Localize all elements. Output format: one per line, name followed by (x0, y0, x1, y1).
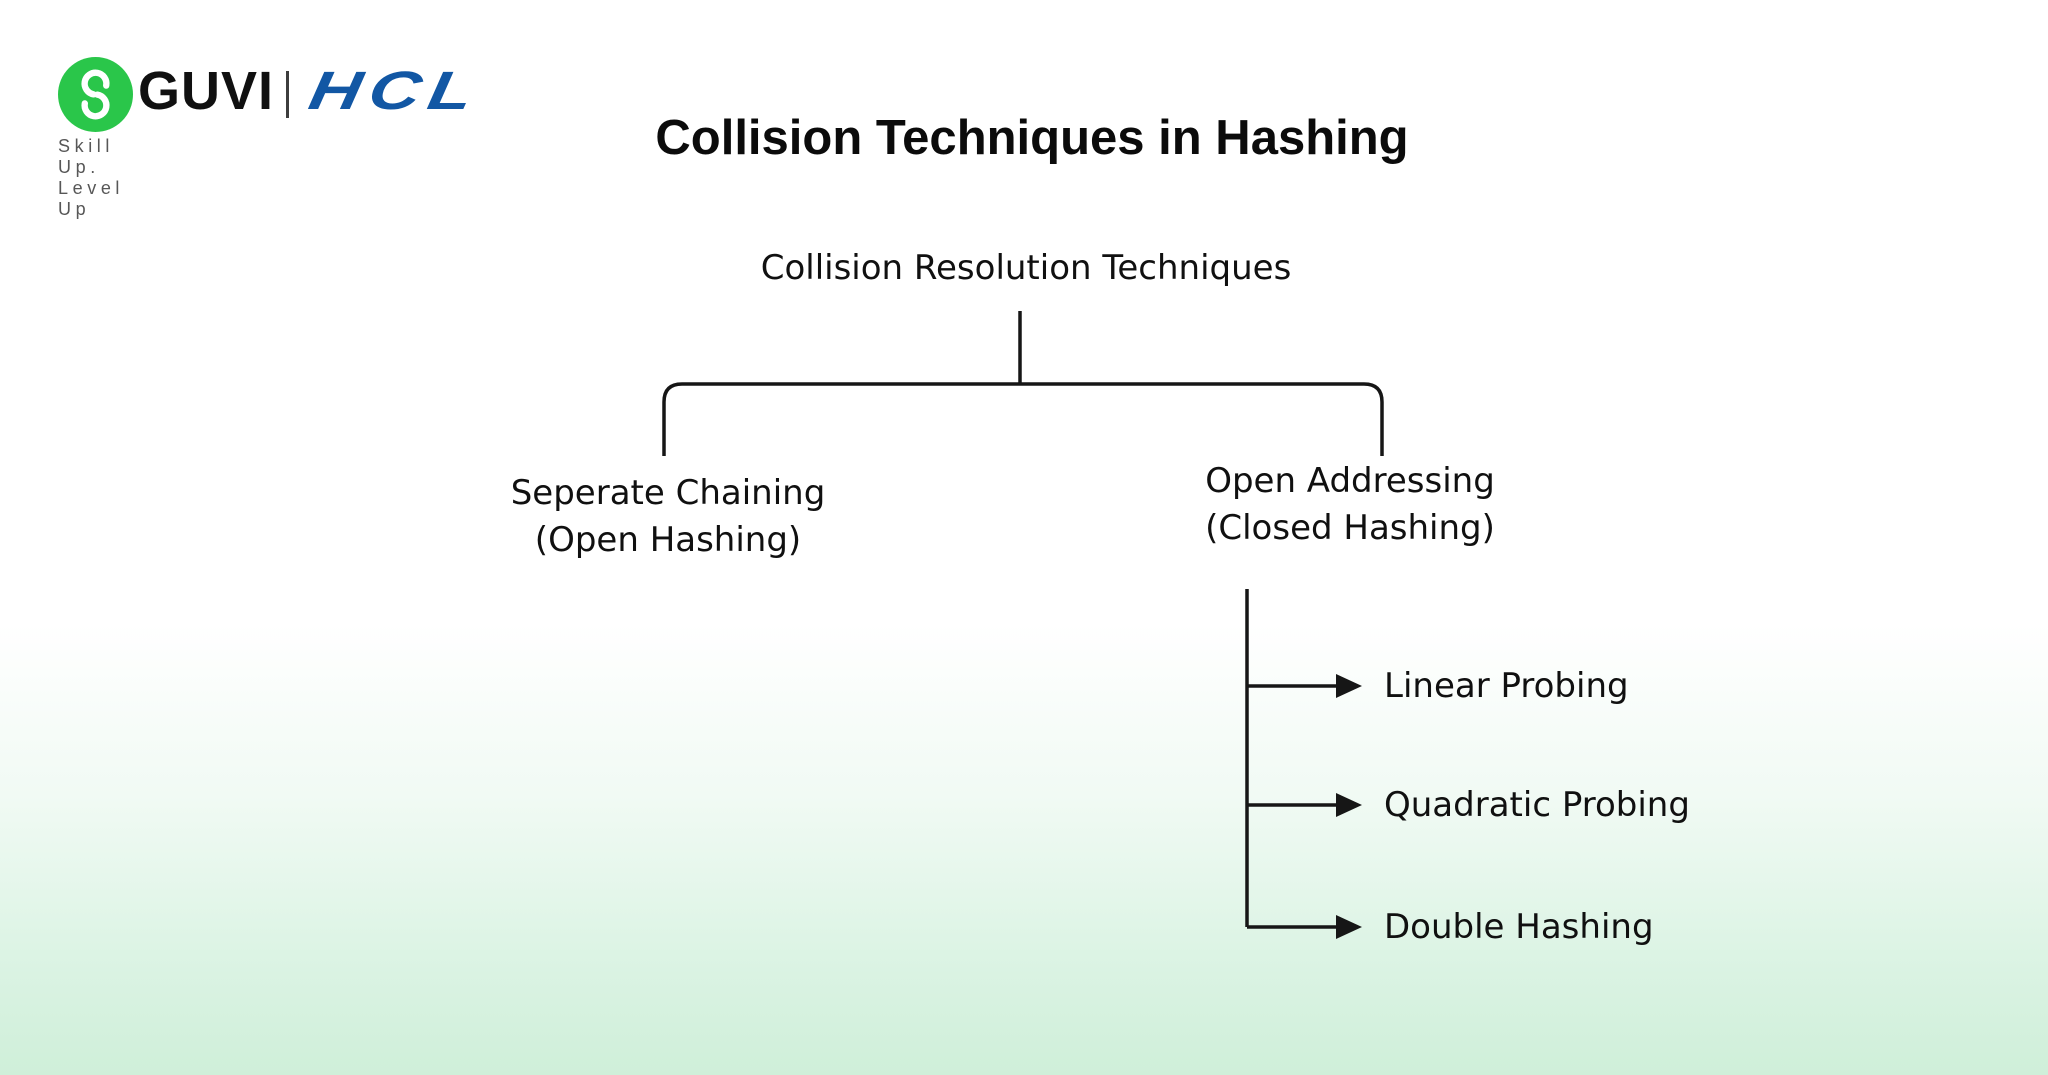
node-label-line2: (Closed Hashing) (1205, 508, 1495, 548)
tree-node-separate-chaining: Seperate Chaining (Open Hashing) (511, 470, 826, 564)
arrow-head-icon (1336, 793, 1362, 817)
tree-leaf-double-hashing: Double Hashing (1384, 907, 1654, 947)
tree-root-node: Collision Resolution Techniques (760, 248, 1292, 288)
branch-bracket-line (662, 382, 1384, 456)
arrow-head-icon (1336, 674, 1362, 698)
logo-bottom-hook (81, 91, 110, 120)
node-label-line2: (Open Hashing) (534, 520, 802, 560)
tree-node-open-addressing: Open Addressing (Closed Hashing) (1205, 458, 1495, 552)
node-label-line1: Open Addressing (1205, 461, 1495, 501)
page-title: Collision Techniques in Hashing (655, 111, 1409, 165)
logo-top-hook (81, 69, 110, 98)
tree-leaf-linear-probing: Linear Probing (1384, 666, 1629, 706)
tree-leaf-quadratic-probing: Quadratic Probing (1384, 785, 1690, 825)
guvi-wordmark: GUVI (138, 61, 275, 121)
guvi-g-icon (58, 57, 133, 132)
logo-divider (286, 71, 289, 118)
arrow-head-icon (1336, 915, 1362, 939)
brand-tagline: Skill Up. Level Up (58, 136, 125, 219)
node-label-line1: Seperate Chaining (510, 473, 826, 513)
guvi-g-icon-svg (58, 57, 133, 132)
